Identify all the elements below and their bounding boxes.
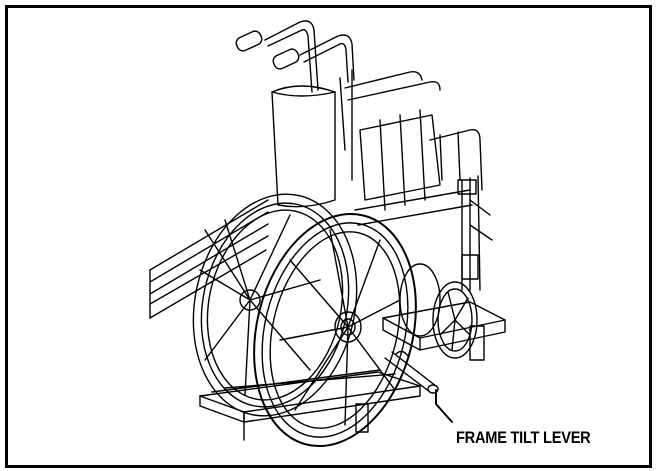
seat-back-upholstery <box>271 69 353 208</box>
callout-leader-line <box>435 389 453 423</box>
caster-platform <box>382 301 506 361</box>
frame-tilt-lever <box>384 350 439 394</box>
seat-frame <box>344 70 483 226</box>
rear-wheel-near <box>253 212 417 448</box>
footrest-hanger <box>457 175 493 291</box>
figure-border <box>5 5 652 468</box>
support-posts <box>243 403 369 441</box>
rear-wheel-far <box>192 193 358 417</box>
push-handles <box>235 20 355 93</box>
carrier-platform <box>199 369 421 423</box>
frame-tilt-lever-label: FRAME TILT LEVER <box>456 428 591 447</box>
